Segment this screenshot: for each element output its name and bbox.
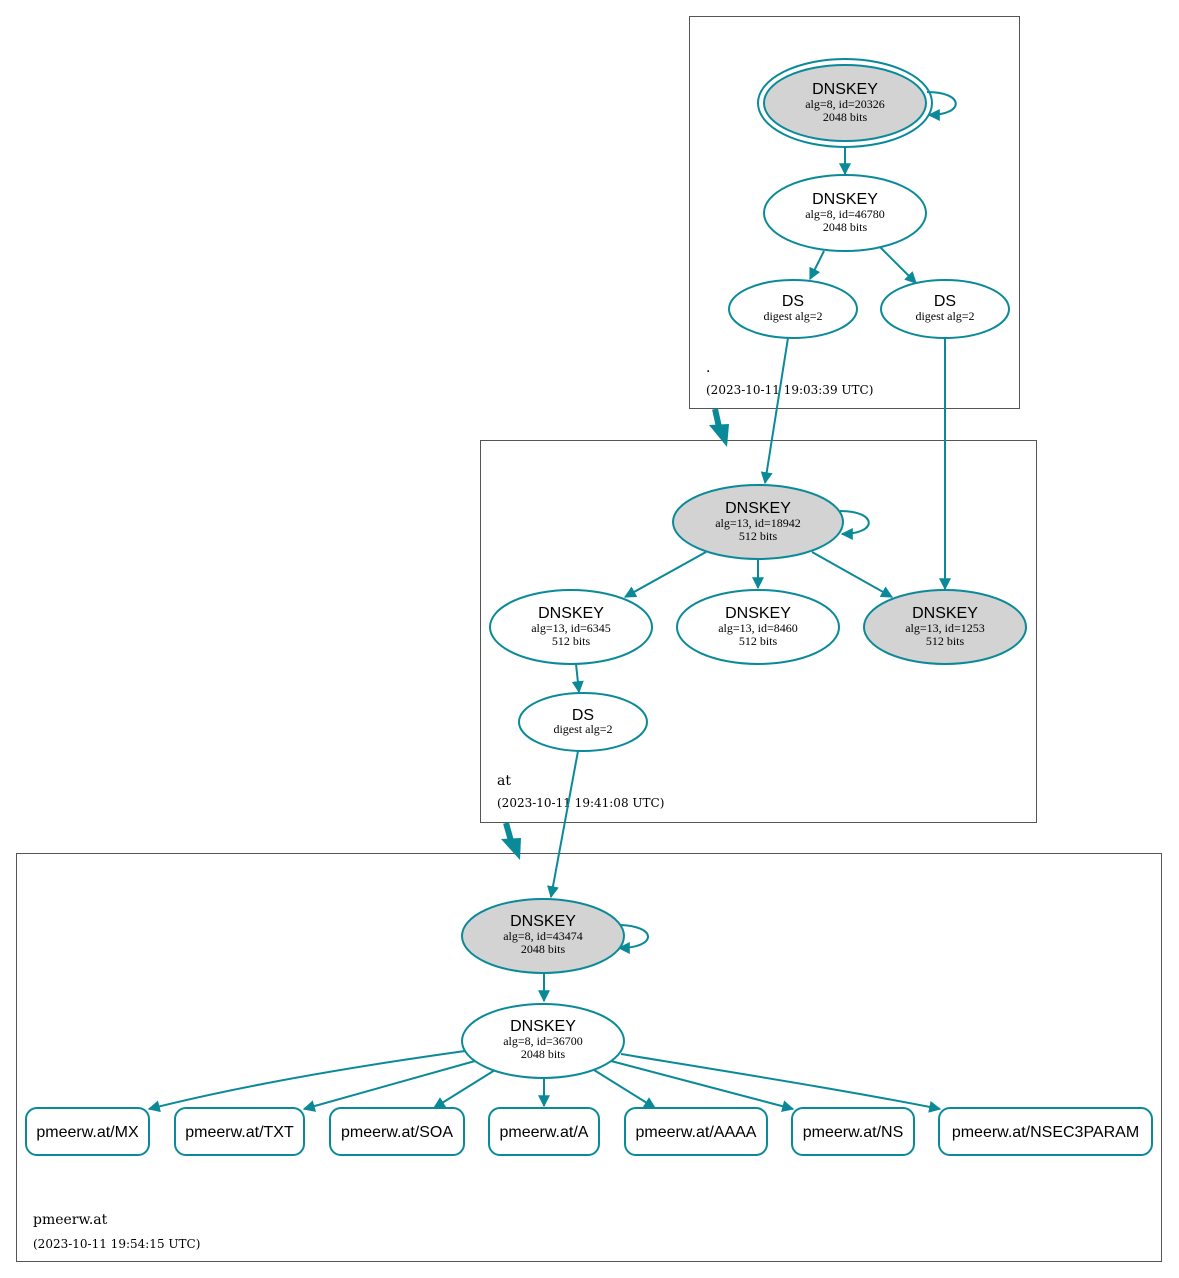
rrset-label: pmeerw.at/AAAA [636,1124,757,1141]
edge-root-zsk-ds1 [809,250,825,281]
zone-at-box [480,440,1037,823]
rrset-nsec3param: pmeerw.at/NSEC3PARAM [938,1107,1153,1156]
rrset-label: pmeerw.at/A [500,1124,589,1141]
node-detail: digest alg=2 [553,722,612,736]
node-at-k2: DNSKEY alg=13, id=8460 512 bits [676,589,840,665]
edge-root-ksk-self [926,91,957,121]
edge-pm-zsk-nsec3param [620,1053,942,1113]
node-detail: 512 bits [739,529,778,543]
node-detail: alg=8, id=36700 [503,1034,583,1048]
node-detail: 2048 bits [823,110,868,124]
node-root-ds2: DS digest alg=2 [880,279,1010,339]
node-title: DNSKEY [812,191,878,208]
zone-root-box [689,16,1020,409]
node-at-k1: DNSKEY alg=13, id=6345 512 bits [489,589,653,665]
edges [147,91,957,1113]
node-detail: digest alg=2 [763,309,822,323]
rrset-txt: pmeerw.at/TXT [174,1107,305,1156]
node-detail: 2048 bits [521,1047,566,1061]
rrset-label: pmeerw.at/MX [36,1124,139,1141]
zone-pmeerw-timestamp: (2023-10-11 19:54:15 UTC) [33,1237,200,1251]
delegation-arrow-at-pmeerw [501,822,521,860]
node-title: DS [572,707,594,724]
edge-pm-zsk-mx [147,1050,466,1113]
edge-pm-zsk-ns [610,1060,795,1113]
node-title: DNSKEY [812,81,878,98]
node-title: DNSKEY [510,1018,576,1035]
zone-at-name: at [497,773,511,789]
node-root-zsk: DNSKEY alg=8, id=46780 2048 bits [763,174,927,252]
node-at-k3: DNSKEY alg=13, id=1253 512 bits [863,589,1027,665]
node-detail: alg=8, id=43474 [503,929,583,943]
node-detail: 2048 bits [521,942,566,956]
node-title: DNSKEY [725,500,791,517]
edge-at-ksk-k1 [623,551,707,598]
node-detail: 512 bits [552,634,591,648]
node-title: DNSKEY [912,605,978,622]
node-title: DS [782,293,804,310]
edge-root-zsk-ds2 [879,246,917,284]
zone-root-name: . [706,360,710,376]
edge-at-k1-ds [571,663,584,694]
node-title: DS [934,293,956,310]
rrset-soa: pmeerw.at/SOA [329,1107,465,1156]
node-at-ksk: DNSKEY alg=13, id=18942 512 bits [672,484,844,560]
node-detail: alg=8, id=20326 [805,97,885,111]
node-detail: alg=13, id=1253 [905,621,985,635]
node-root-ksk: DNSKEY alg=8, id=20326 2048 bits [757,58,933,148]
node-detail: alg=13, id=6345 [531,621,611,635]
zone-at-timestamp: (2023-10-11 19:41:08 UTC) [497,796,664,810]
edge-pm-zsk-aaaa [593,1069,657,1109]
node-title: DNSKEY [510,913,576,930]
node-root-ds1: DS digest alg=2 [728,279,858,339]
rrset-mx: pmeerw.at/MX [25,1107,150,1156]
node-detail: 512 bits [926,634,965,648]
rrset-ns: pmeerw.at/NS [791,1107,915,1156]
node-detail: 2048 bits [823,220,868,234]
node-detail: alg=8, id=46780 [805,207,885,221]
node-detail: alg=13, id=8460 [718,621,798,635]
rrset-a: pmeerw.at/A [488,1107,600,1156]
edge-pm-ksk-self [616,924,649,954]
rrset-label: pmeerw.at/NS [803,1124,903,1141]
node-detail: digest alg=2 [915,309,974,323]
edge-root-ds1-at-ksk [760,337,789,485]
delegation-arrow-root-at [709,408,729,447]
node-pm-ksk: DNSKEY alg=8, id=43474 2048 bits [461,898,625,974]
node-pm-zsk: DNSKEY alg=8, id=36700 2048 bits [461,1003,625,1079]
edge-pm-zsk-soa [432,1069,496,1109]
rrset-aaaa: pmeerw.at/AAAA [624,1107,768,1156]
rrset-label: pmeerw.at/SOA [341,1124,453,1141]
node-detail: alg=13, id=18942 [715,516,801,530]
rrset-label: pmeerw.at/NSEC3PARAM [952,1124,1139,1141]
edge-pm-zsk-txt [302,1060,476,1112]
edge-at-ds-pm-ksk [547,750,579,899]
rrset-label: pmeerw.at/TXT [185,1124,294,1141]
zone-root-timestamp: (2023-10-11 19:03:39 UTC) [706,383,873,397]
node-title: DNSKEY [725,605,791,622]
edge-at-ksk-k3 [811,551,894,598]
zone-pmeerw-box [16,853,1162,1262]
edge-at-ksk-self [839,510,870,540]
node-detail: 512 bits [739,634,778,648]
zone-pmeerw-name: pmeerw.at [33,1212,108,1228]
node-title: DNSKEY [538,605,604,622]
node-at-ds: DS digest alg=2 [518,692,648,752]
